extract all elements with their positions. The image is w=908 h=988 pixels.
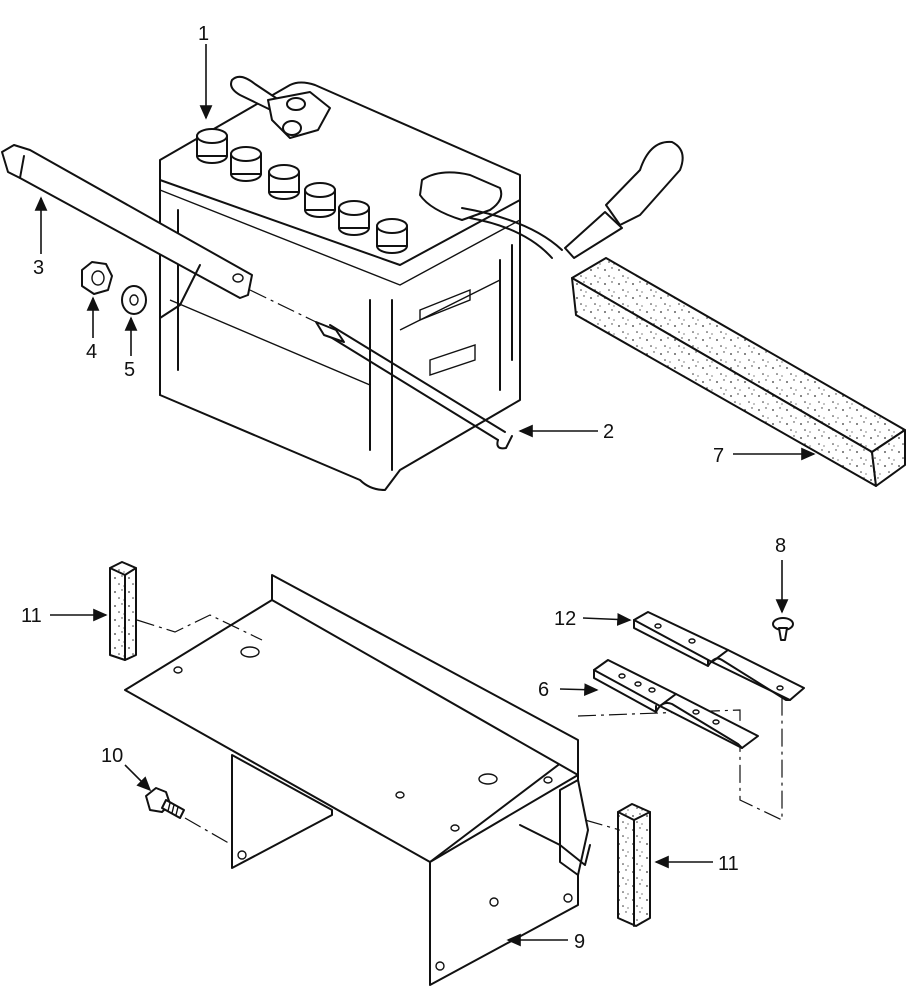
callout-10: 10 <box>101 745 123 767</box>
foam-pad-right <box>617 803 651 927</box>
battery-tray <box>124 574 591 986</box>
hold-down-bracket <box>1 144 253 319</box>
alignment-line <box>136 614 263 641</box>
callout-11a: 11 <box>21 605 42 627</box>
foam-pad-left <box>109 561 137 661</box>
clamp-strip-upper <box>633 611 805 701</box>
alignment-line <box>584 819 621 831</box>
callout-6: 6 <box>538 679 549 701</box>
callout-arrows <box>34 44 816 947</box>
callout-7: 7 <box>713 445 724 467</box>
callout-11b: 11 <box>718 853 739 875</box>
hold-down-rod <box>249 289 513 450</box>
callout-1: 1 <box>198 23 209 45</box>
push-rivet <box>772 617 794 641</box>
callout-2: 2 <box>603 421 614 443</box>
alignment-line <box>184 817 233 846</box>
battery-caps <box>196 128 408 254</box>
washer <box>121 285 147 315</box>
nut <box>81 261 113 295</box>
callout-5: 5 <box>124 359 135 381</box>
callout-3: 3 <box>33 257 44 279</box>
callout-12: 12 <box>554 608 576 630</box>
callout-4: 4 <box>86 341 97 363</box>
battery-terminal-clamp <box>230 75 331 139</box>
callout-9: 9 <box>574 931 585 953</box>
battery-cable <box>419 140 684 259</box>
callout-8: 8 <box>775 535 786 557</box>
foam-block <box>571 257 906 487</box>
clamp-strip-lower <box>593 659 759 749</box>
bolt <box>145 787 185 819</box>
